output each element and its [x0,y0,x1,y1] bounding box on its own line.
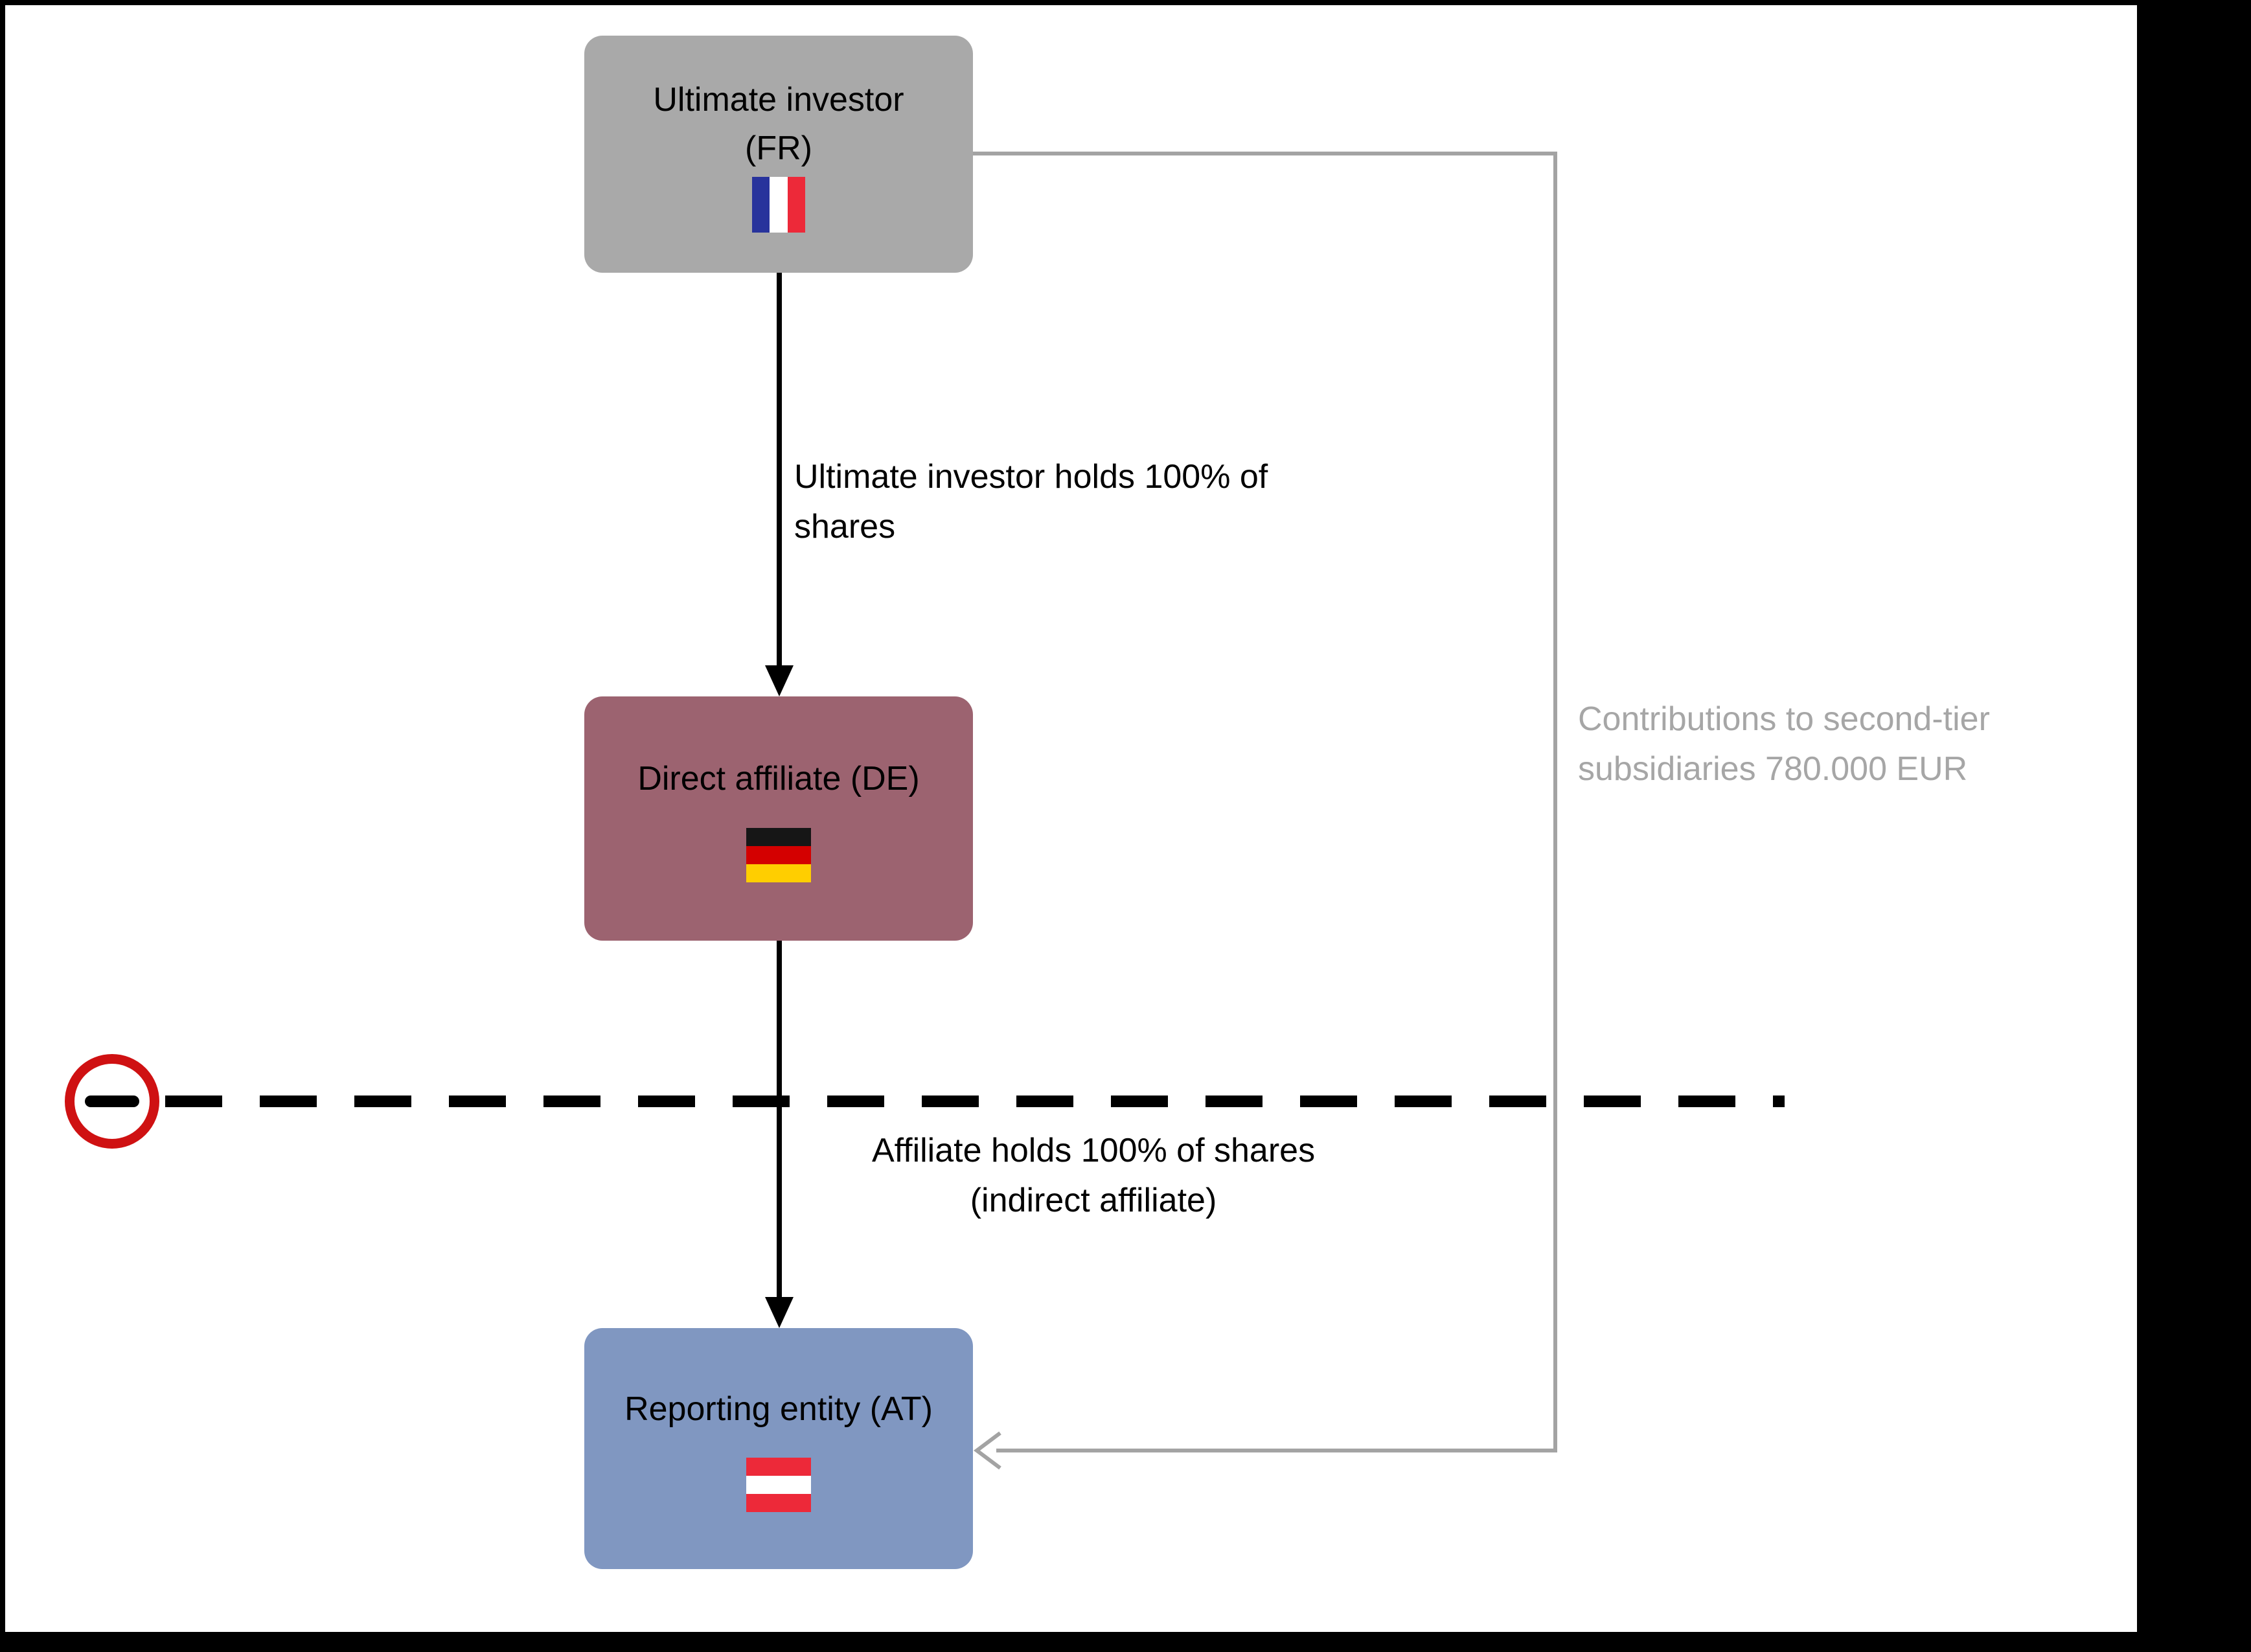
flag-stripe [746,1493,811,1512]
contributions-connector-bottom [996,1449,1557,1452]
flag-stripe [746,1475,811,1494]
germany-flag-icon [746,828,811,883]
node-label: Direct affiliate (DE) [637,759,920,797]
arrow-down-head-icon [765,665,794,696]
edge-label-line: Contributions to second-tier [1578,700,1990,738]
no-entry-bar-icon [85,1096,139,1107]
edge-label-investor-to-affiliate: Ultimate investor holds 100% of shares [794,452,1268,552]
arrow-down-head-icon [765,1297,794,1328]
node-label: Ultimate investor [653,80,904,119]
flag-stripe [770,177,788,233]
node-ultimate-investor: Ultimate investor (FR) [584,36,973,273]
edge-label-line: Ultimate investor holds 100% of [794,458,1268,496]
flag-stripe [752,177,770,233]
flag-stripe [746,828,811,847]
contributions-connector-vertical [1553,152,1557,1452]
country-border-dashed-line [165,1096,1785,1107]
edge-label-line: shares [794,507,896,545]
flag-stripe [787,177,805,233]
edge-label-affiliate-to-entity: Affiliate holds 100% of shares (indirect… [802,1126,1385,1226]
no-entry-icon [65,1054,159,1149]
node-label: Reporting entity (AT) [624,1390,933,1428]
diagram-canvas [0,0,2142,1637]
ownership-arrow-investor-to-affiliate [777,273,782,667]
edge-label-line: subsidiaries 780.000 EUR [1578,750,1968,788]
contributions-arrowhead-icon [974,1431,1001,1470]
edge-label-contributions: Contributions to second-tier subsidiarie… [1578,694,1990,794]
flag-stripe [746,846,811,865]
ownership-arrow-affiliate-to-entity [777,941,782,1298]
node-direct-affiliate: Direct affiliate (DE) [584,696,973,941]
node-sublabel: (FR) [745,130,812,167]
edge-label-line: Affiliate holds 100% of shares [871,1132,1316,1169]
austria-flag-icon [746,1457,811,1512]
node-reporting-entity: Reporting entity (AT) [584,1328,973,1569]
france-flag-icon [752,177,805,233]
edge-label-line: (indirect affiliate) [970,1181,1217,1219]
flag-stripe [746,864,811,883]
flag-stripe [746,1457,811,1476]
contributions-connector-top [972,152,1557,155]
